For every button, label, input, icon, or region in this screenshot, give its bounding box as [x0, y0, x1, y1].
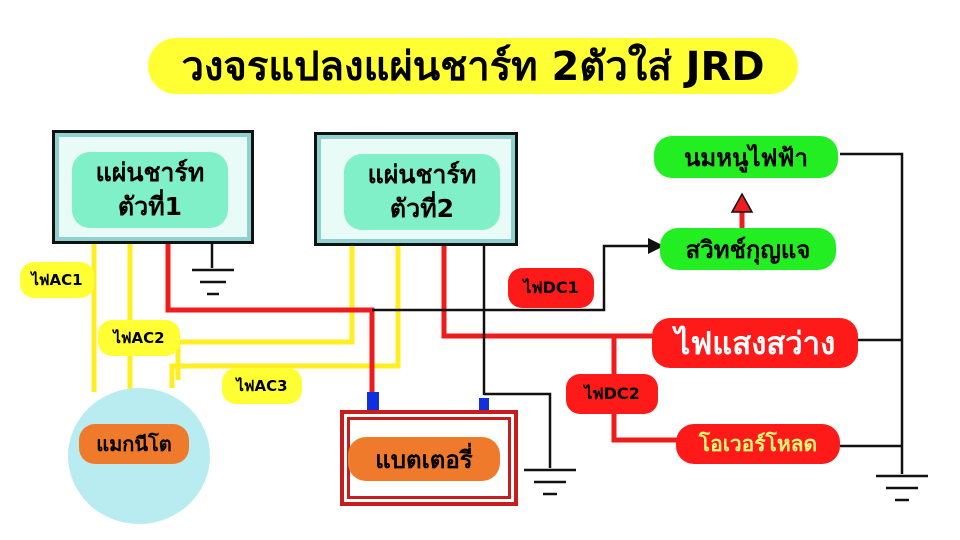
panel2-line2: ตัวที่2	[389, 194, 455, 223]
ground-symbol-2	[524, 468, 576, 496]
ground-symbol-3	[876, 474, 928, 502]
ac3-label: ไฟAC3	[222, 368, 302, 404]
horn-label: นมหนูไฟฟ้า	[654, 136, 838, 178]
horn-ground-wire	[840, 152, 904, 474]
diagram-title: วงจรแปลงแผ่นชาร์ท 2ตัวใส่ JRD	[148, 38, 798, 94]
panel2-line1: แผ่นชาร์ท	[367, 160, 477, 189]
dc2-wire	[611, 336, 680, 443]
magneto-label: แมกนีโต	[79, 424, 189, 464]
headlight-label: ไฟแสงสว่าง	[652, 318, 858, 368]
ac2-label: ไฟAC2	[98, 320, 180, 356]
panel1-line1: แผ่นชาร์ท	[95, 158, 205, 187]
ac1-label: ไฟAC1	[20, 262, 94, 298]
ac3-wire	[169, 244, 401, 388]
arrow-right-icon	[648, 238, 664, 254]
dc2-label: ไฟDC2	[566, 374, 658, 414]
battery-positive-terminal	[367, 392, 379, 412]
dc-panel2-wire	[441, 242, 662, 339]
arrow-up-icon	[730, 192, 754, 213]
battery-ground-wire	[484, 392, 552, 468]
key-switch-label: สวิทช์กุญแจ	[660, 228, 836, 270]
dc1-wire	[165, 242, 375, 395]
ac-wires	[91, 240, 401, 392]
charging-panel-1-label: แผ่นชาร์ท ตัวที่1	[72, 152, 228, 228]
charging-panel-2-label: แผ่นชาร์ท ตัวที่2	[344, 154, 500, 230]
battery-negative-terminal	[479, 398, 489, 412]
battery-label: แบตเตอรี่	[348, 437, 500, 481]
ground-wires	[210, 152, 904, 474]
overload-label: โอเวอร์โหลด	[676, 424, 840, 464]
dc-wires	[165, 212, 745, 443]
dc1-label: ไฟDC1	[508, 268, 594, 308]
ac2-wire-b	[175, 244, 355, 380]
ground-symbol-1	[192, 268, 234, 296]
panel1-line2: ตัวที่1	[117, 192, 183, 221]
dc1-feed-wire	[372, 244, 662, 312]
